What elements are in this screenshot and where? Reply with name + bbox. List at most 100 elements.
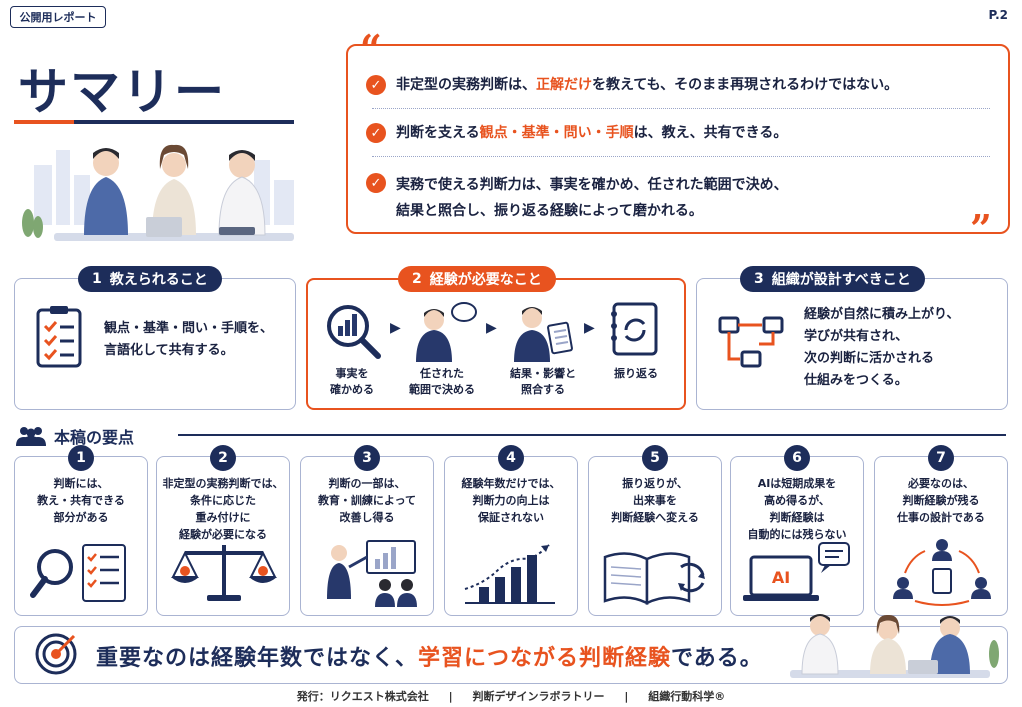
keypoint-text: 判断には、教え・共有できる部分がある [19,475,143,526]
keypoint-line: 判断の一部は、 [328,477,406,490]
keypoint-card-6: 6 AIは短期成果を高め得るが、判断経験は自動的には残らない AI [730,445,864,616]
arrow-right-icon: ▶ [390,320,401,336]
keypoint-line: 判断には、 [53,477,109,490]
arrow-right-icon: ▶ [486,320,497,336]
section-2-title: 経験が必要なこと [429,272,542,288]
keypoint-number: 2 [210,445,236,471]
step-1-line1: 事実を [335,367,369,380]
quote-point-3-text: 実務で使える判断力は、事実を確かめ、任された範囲で決め、 結果と照合し、振り返る… [396,172,788,224]
thinking-person-icon [416,302,477,362]
title-underline-accent [14,120,74,124]
keypoint-line: 保証されない [478,511,544,524]
section-3-line4: 仕組みをつくる。 [804,373,908,388]
team-cycle-icon [893,539,991,606]
keypoint-line: 部分がある [53,511,109,524]
keypoint-number: 6 [784,445,810,471]
quote-open-icon: “ [360,26,382,71]
section-1-line1: 観点・基準・問い・手順を、 [104,321,274,336]
step-3-line2: 照合する [521,383,565,396]
quote-point-2-text: 判断を支える観点・基準・問い・手順は、教え、共有できる。 [396,122,787,142]
keypoint-number: 1 [68,445,94,471]
step-2-line2: 範囲で決める [409,383,475,396]
footer-separator: | [624,690,629,703]
keypoint-line: 判断経験は [769,511,825,524]
section-1-number: 1 [92,271,102,287]
keypoints-rule [178,434,1006,436]
flow-diagram-icon [718,316,784,368]
quote-point-2-pre: 判断を支える [396,125,480,141]
section-2-number: 2 [412,271,422,287]
summary-quote-box [346,44,1010,234]
keypoint-line: 改善し得る [339,511,395,524]
magnifier-checklist-icon [30,544,126,602]
keypoint-text: 判断の一部は、教育・訓練によって改善し得る [305,475,429,526]
ai-laptop-icon: AI [743,542,850,601]
step-4-line1: 振り返る [614,367,658,380]
step-decide-scope: 任された範囲で決める [400,366,484,398]
keypoint-line: 判断経験が残る [902,494,980,507]
section-1-line2: 言語化して共有する。 [104,343,234,358]
quote-point-1-text: 非定型の実務判断は、正解だけを教えても、そのまま再現されるわけではない。 [396,74,898,94]
keypoint-line: 経験年数だけでは、 [461,477,561,490]
keypoint-line: 仕事の設計である [897,511,985,524]
footer-lab: 判断デザインラボラトリー [472,690,605,703]
quote-point-3: ✓ 実務で使える判断力は、事実を確かめ、任された範囲で決め、 結果と照合し、振り… [366,172,788,224]
balance-scale-icon [171,545,277,601]
keypoint-line: 経験が必要になる [179,528,267,541]
section-org-design [696,278,1008,410]
section-3-label: 3 組織が設計すべきこと [740,266,925,292]
keypoint-line: 判断経験へ変える [611,511,699,524]
open-book-cycle-icon [603,552,705,606]
keypoints-heading: 本稿の要点 [16,424,134,448]
team-meeting-illustration [22,144,294,241]
quote-point-3-line2: 結果と照合し、振り返る経験によって磨かれる。 [396,203,703,219]
keypoint-line: 振り返りが、 [622,477,688,490]
quote-point-3-line1: 実務で使える判断力は、事実を確かめ、任された範囲で決め、 [396,177,788,193]
quote-divider [372,156,990,157]
keypoint-line: 出来事を [633,494,677,507]
conclusion-highlight: 学習につながる判断経験 [418,646,672,671]
checklist-icon [36,306,82,368]
check-icon: ✓ [366,173,386,193]
page-number: P.2 [988,8,1009,22]
check-icon: ✓ [366,75,386,95]
quote-point-1-post: を教えても、そのまま再現されるわけではない。 [592,77,899,93]
keypoint-line: 教育・訓練によって [317,494,417,507]
section-3-title: 組織が設計すべきこと [771,272,911,288]
section-3-line2: 学びが共有され、 [804,329,909,344]
keypoint-line: 重み付けに [195,511,251,524]
keypoint-number: 5 [642,445,668,471]
step-compare-results: 結果・影響と照合する [500,366,586,398]
keypoint-number: 4 [498,445,524,471]
report-tag: 公開用レポート [10,6,106,28]
keypoint-text: 非定型の実務判断では、条件に応じた重み付けに経験が必要になる [161,475,285,543]
notebook-cycle-icon [611,302,658,356]
keypoint-line: 教え・共有できる [37,494,125,507]
team-icon [16,427,46,446]
team-discussion-illustration [790,614,999,678]
section-1-title: 教えられること [109,272,208,288]
keypoint-text: 経験年数だけでは、判断力の向上は保証されない [449,475,573,526]
keypoint-card-7: 7 必要なのは、判断経験が残る仕事の設計である [874,445,1008,616]
footer: 発行：リクエスト株式会社 | 判断デザインラボラトリー | 組織行動科学® [0,688,1022,704]
check-icon: ✓ [366,123,386,143]
page-title: サマリー [18,62,226,121]
growth-chart-icon [464,544,555,604]
quote-point-2-post: は、教え、共有できる。 [633,125,788,141]
keypoint-line: 自動的には残らない [747,528,847,541]
keypoint-card-2: 2 非定型の実務判断では、条件に応じた重み付けに経験が必要になる [156,445,290,616]
keypoint-line: 判断力の向上は [472,494,550,507]
step-2-line1: 任された [420,367,464,380]
keypoints-title: 本稿の要点 [54,428,135,447]
keypoint-text: 振り返りが、出来事を判断経験へ変える [593,475,717,526]
quote-divider [372,108,990,109]
keypoint-card-5: 5 振り返りが、出来事を判断経験へ変える [588,445,722,616]
target-icon [35,633,77,675]
section-3-text: 経験が自然に積み上がり、 学びが共有され、 次の判断に活かされる 仕組みをつくる… [804,304,959,392]
keypoint-card-1: 1 判断には、教え・共有できる部分がある [14,445,148,616]
step-1-line2: 確かめる [330,383,374,396]
footer-field: 組織行動科学® [648,690,726,703]
step-3-line1: 結果・影響と [510,367,576,380]
title-underline [14,120,294,124]
ai-label: AI [772,568,790,587]
